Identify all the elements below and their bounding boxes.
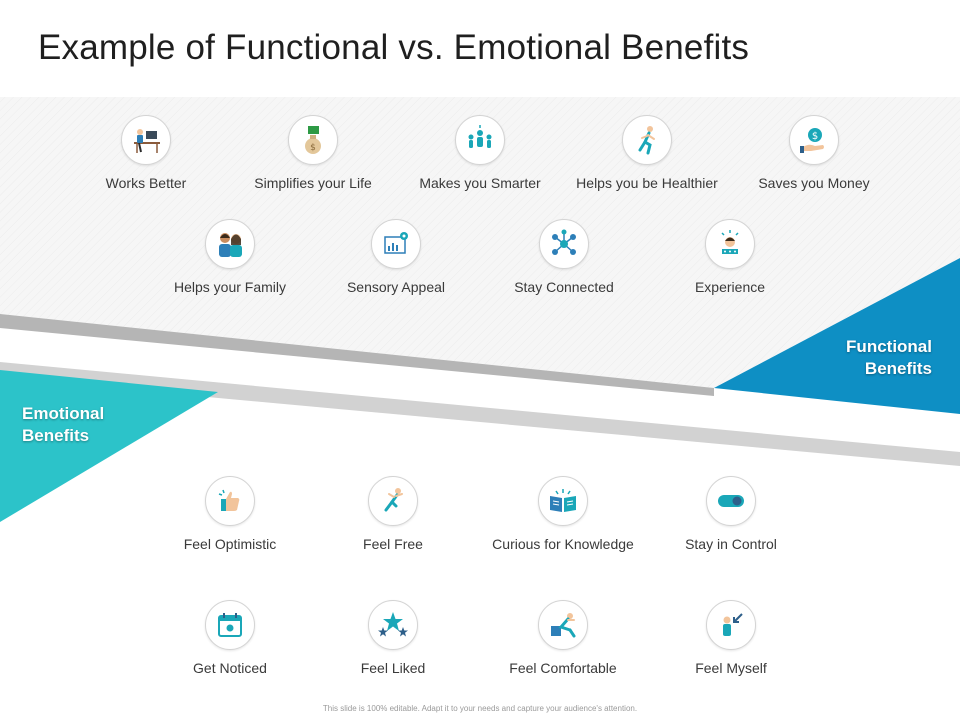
icon-circle xyxy=(371,219,421,269)
toggle-switch-icon xyxy=(718,495,744,507)
icon-circle xyxy=(455,115,505,165)
benefit-stay-in-control: Stay in Control xyxy=(646,476,816,552)
benefit-label: Helps your Family xyxy=(173,279,287,295)
benefit-label: Helps you be Healthier xyxy=(576,175,718,191)
benefit-label: Experience xyxy=(694,279,766,295)
family-icon xyxy=(219,233,242,257)
page-title: Example of Functional vs. Emotional Bene… xyxy=(38,28,750,67)
icon-circle: $ xyxy=(288,115,338,165)
team-idea-icon xyxy=(468,125,492,148)
gray-divider-light xyxy=(0,362,960,466)
icon-circle xyxy=(205,600,255,650)
dashboard-gear-icon xyxy=(384,232,408,254)
functional-panel xyxy=(0,97,960,388)
benefit-healthier: Helps you be Healthier xyxy=(562,115,732,191)
money-bag-icon: $ xyxy=(305,126,321,154)
stars-icon xyxy=(378,612,408,637)
icon-circle xyxy=(706,476,756,526)
emotional-label-line2: Benefits xyxy=(22,426,90,445)
benefit-feel-optimistic: Feel Optimistic xyxy=(145,476,315,552)
footer-note: This slide is 100% editable. Adapt it to… xyxy=(322,704,638,713)
icon-circle xyxy=(368,476,418,526)
benefit-helps-family: Helps your Family xyxy=(145,219,315,295)
calendar-icon xyxy=(218,613,242,637)
functional-triangle xyxy=(714,258,960,414)
benefit-makes-smarter: Makes you Smarter xyxy=(395,115,565,191)
benefit-feel-free: Feel Free xyxy=(308,476,478,552)
emotional-label-line1: Emotional xyxy=(22,404,105,423)
open-book-icon xyxy=(550,489,576,512)
benefit-label: Stay Connected xyxy=(514,279,614,295)
benefit-label: Makes you Smarter xyxy=(419,175,541,191)
benefit-label: Curious for Knowledge xyxy=(492,536,634,552)
emotional-benefits-label: Emotional Benefits xyxy=(22,403,104,447)
benefit-label: Stay in Control xyxy=(685,536,777,552)
benefit-label: Sensory Appeal xyxy=(346,279,446,295)
benefit-label: Feel Free xyxy=(363,536,423,552)
icon-circle xyxy=(539,219,589,269)
icon-circle xyxy=(205,476,255,526)
gray-divider-dark xyxy=(0,314,714,396)
benefit-label: Saves you Money xyxy=(758,175,870,191)
benefit-feel-liked: Feel Liked xyxy=(308,600,478,676)
desk-worker-icon xyxy=(134,129,160,153)
benefit-curious-knowledge: Curious for Knowledge xyxy=(478,476,648,552)
benefit-label: Simplifies your Life xyxy=(254,175,372,191)
jumping-person-icon xyxy=(384,488,403,512)
runner-icon xyxy=(638,126,655,155)
benefit-label: Feel Myself xyxy=(695,660,767,676)
benefit-label: Feel Comfortable xyxy=(509,660,617,676)
benefit-works-better: Works Better xyxy=(61,115,231,191)
benefit-label: Feel Optimistic xyxy=(183,536,277,552)
icon-circle xyxy=(368,600,418,650)
coin-hand-icon: $ xyxy=(800,128,824,153)
emotional-triangle xyxy=(0,370,218,522)
thumbs-up-icon xyxy=(218,489,240,511)
benefit-label: Feel Liked xyxy=(360,660,426,676)
functional-label-line2: Benefits xyxy=(864,359,932,378)
icon-circle xyxy=(121,115,171,165)
benefit-label: Get Noticed xyxy=(193,660,267,676)
benefit-experience: Experience xyxy=(645,219,815,295)
relaxing-person-icon xyxy=(551,613,576,638)
person-arrow-icon xyxy=(723,613,743,636)
icon-circle xyxy=(705,219,755,269)
benefit-stay-connected: Stay Connected xyxy=(479,219,649,295)
icon-circle xyxy=(205,219,255,269)
benefit-sensory-appeal: Sensory Appeal xyxy=(311,219,481,295)
icon-circle xyxy=(538,600,588,650)
icon-circle xyxy=(706,600,756,650)
functional-label-line1: Functional xyxy=(846,337,932,356)
benefit-feel-myself: Feel Myself xyxy=(646,600,816,676)
expert-icon xyxy=(721,230,739,254)
svg-text:$: $ xyxy=(310,143,316,153)
benefit-saves-money: $ Saves you Money xyxy=(729,115,899,191)
benefit-simplifies-life: $ Simplifies your Life xyxy=(228,115,398,191)
icon-circle xyxy=(538,476,588,526)
icon-circle xyxy=(622,115,672,165)
icon-circle: $ xyxy=(789,115,839,165)
functional-benefits-label: Functional Benefits xyxy=(846,336,932,380)
network-icon xyxy=(552,229,576,255)
svg-text:$: $ xyxy=(812,131,818,142)
benefit-label: Works Better xyxy=(105,175,187,191)
benefit-feel-comfortable: Feel Comfortable xyxy=(478,600,648,676)
benefit-get-noticed: Get Noticed xyxy=(145,600,315,676)
